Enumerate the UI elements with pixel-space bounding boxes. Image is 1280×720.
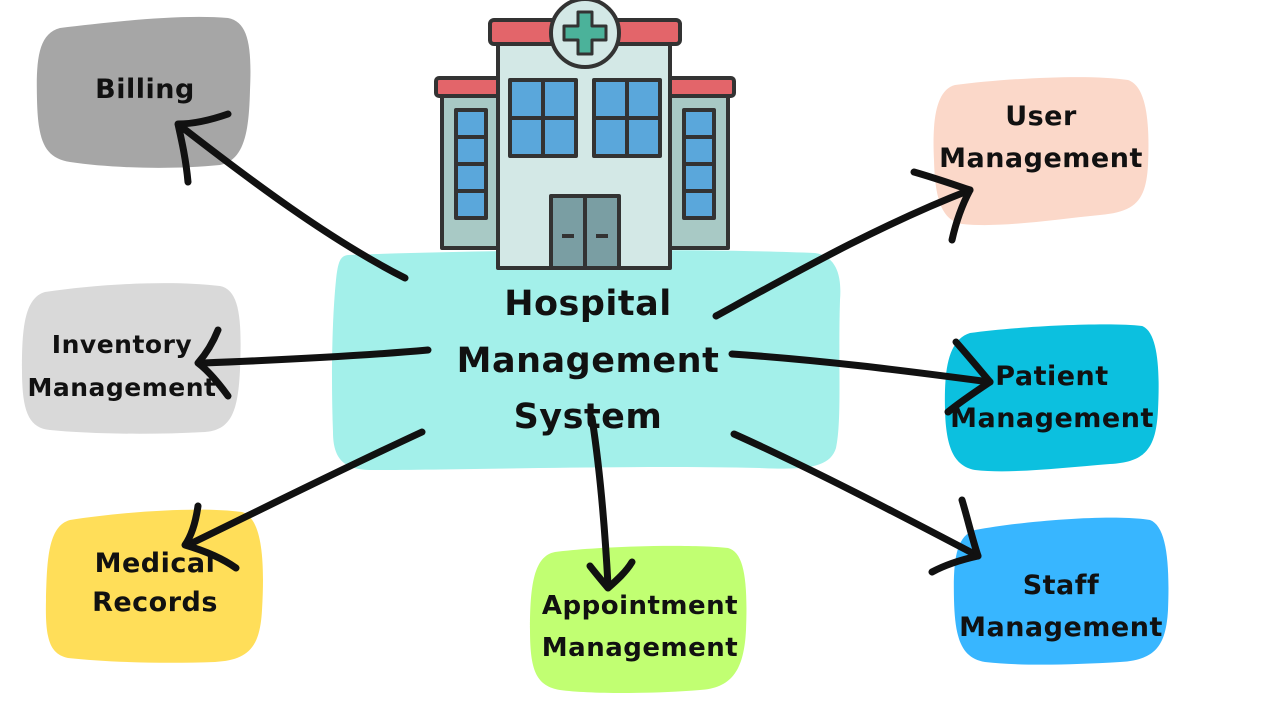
patient-label: Patient Management [944, 356, 1160, 440]
appointment-label-line-2: Management [541, 632, 739, 663]
center-title-line-2: Management [456, 340, 720, 381]
appointment-label-line-1: Appointment [541, 591, 739, 621]
center-title-line-1: Hospital [504, 284, 672, 324]
inventory-label-line-2: Management [27, 372, 217, 402]
patient-box [944, 324, 1159, 472]
arrow-to-appointment [586, 414, 636, 592]
arrow-to-medical-records [181, 428, 426, 572]
center-box [332, 250, 841, 470]
user-label-line-1: User [1005, 101, 1077, 132]
billing-label-line-1: Billing [95, 74, 195, 105]
arrow-to-user [712, 168, 974, 320]
staff-label: Staff Management [952, 565, 1170, 649]
billing-box [36, 16, 251, 168]
medical-records-box [45, 509, 263, 663]
arrow-to-patient [728, 338, 994, 416]
appointment-box [530, 545, 747, 693]
center-title: Hospital Management System [448, 276, 728, 446]
user-box [933, 77, 1149, 226]
user-label: User Management [932, 96, 1150, 180]
billing-label: Billing [60, 70, 230, 109]
patient-label-line-2: Management [950, 402, 1154, 434]
inventory-label: Inventory Management [22, 324, 222, 409]
staff-label-line-2: Management [959, 611, 1163, 643]
appointment-label: Appointment Management [532, 586, 748, 669]
inventory-label-line-1: Inventory [51, 330, 193, 359]
medical-records-label-line-2: Records [92, 587, 218, 619]
patient-label-line-1: Patient [995, 361, 1109, 392]
staff-label-line-1: Staff [1022, 570, 1100, 601]
medical-records-label: Medical Records [70, 544, 240, 622]
medical-records-label-line-1: Medical [94, 548, 216, 579]
arrow-to-billing [174, 110, 409, 282]
arrow-to-staff [730, 430, 982, 576]
inventory-box [22, 283, 241, 434]
hospital-building-icon [434, 0, 736, 270]
user-label-line-2: Management [939, 142, 1143, 174]
staff-box [953, 517, 1169, 665]
center-title-line-3: System [513, 397, 663, 438]
arrow-to-inventory [194, 326, 432, 400]
